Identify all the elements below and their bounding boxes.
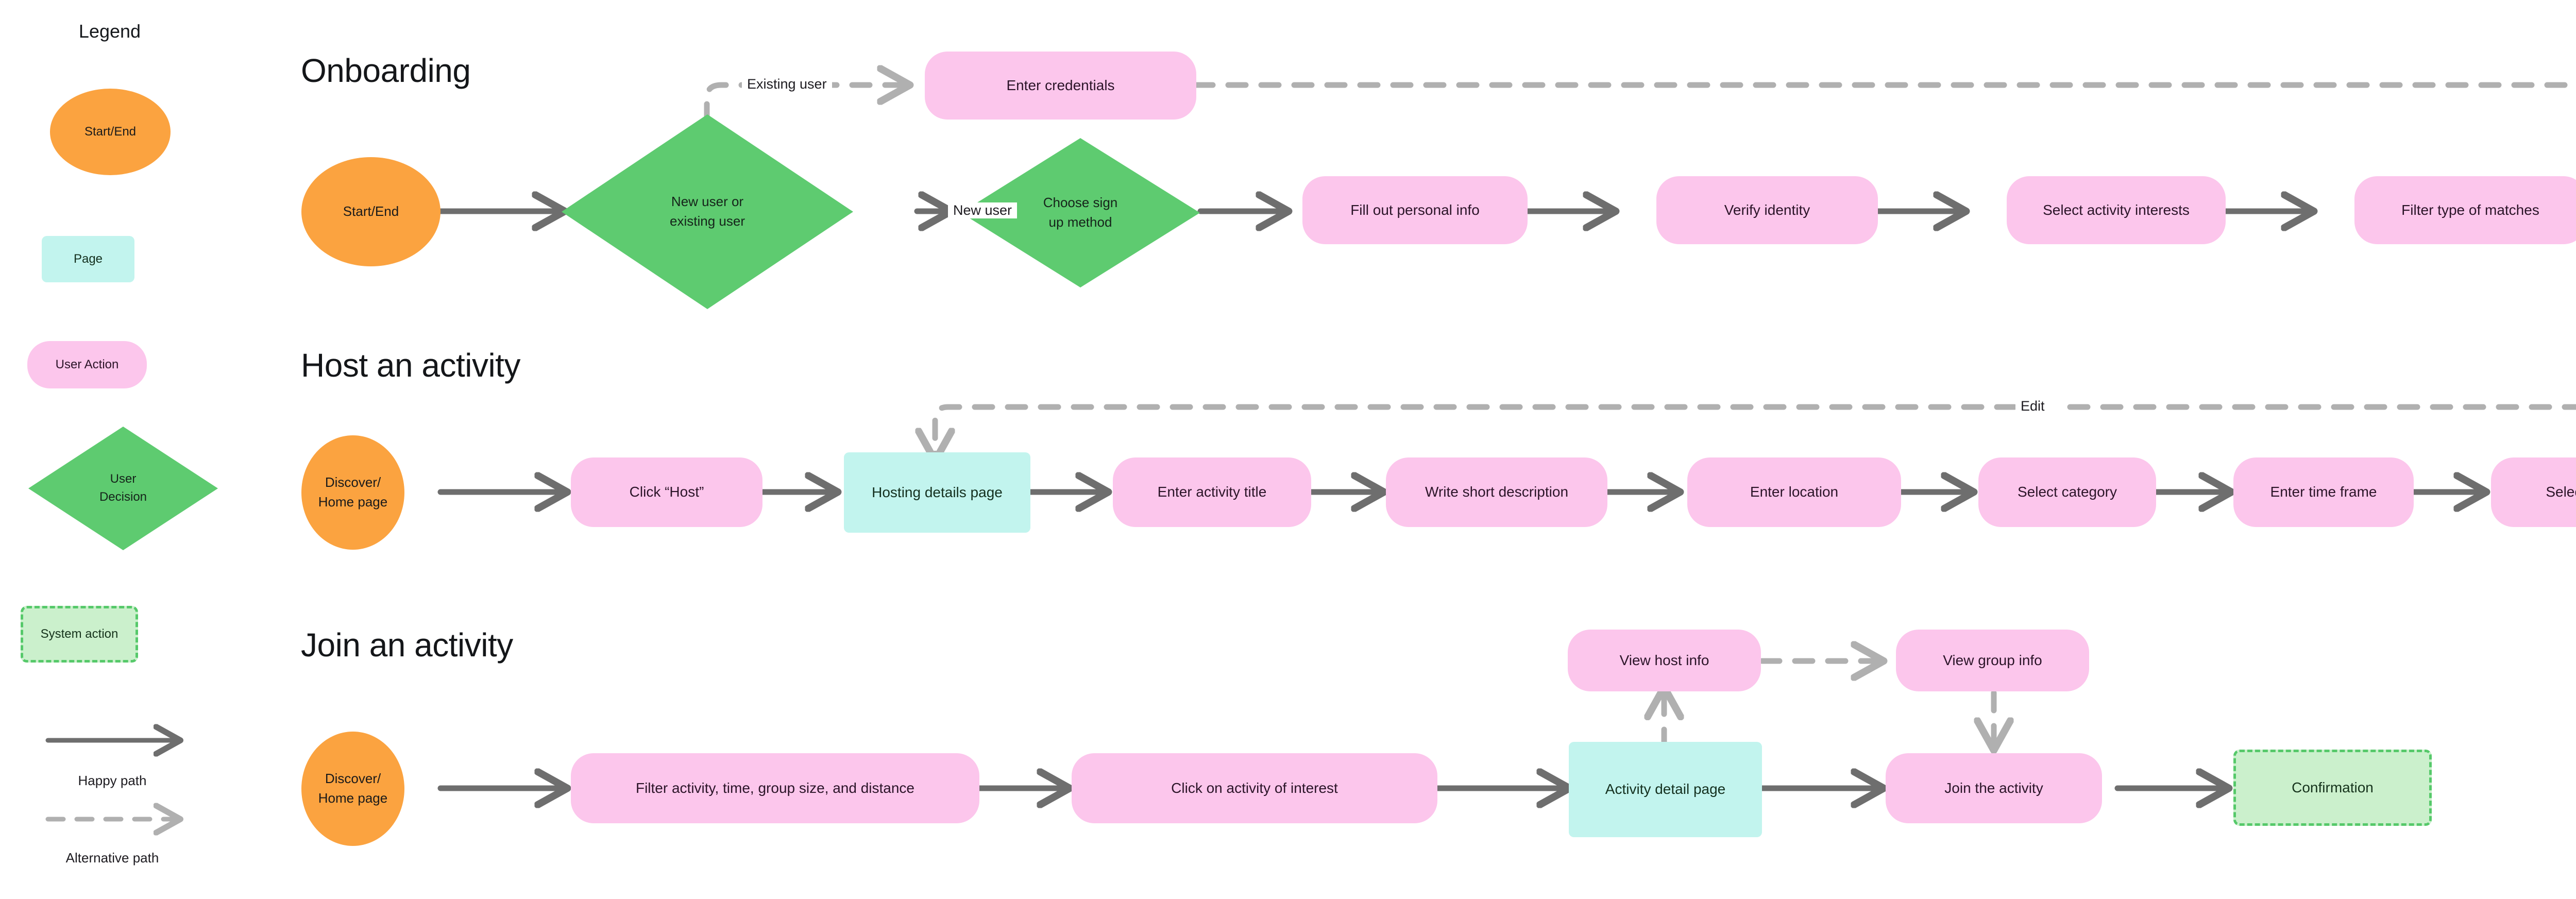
node-ho-hosting-details-page[interactable]: Hosting details page [844, 452, 1030, 533]
node-ho-discover-home-page[interactable]: Discover/ Home page [301, 435, 404, 550]
node-label: Enter location [1750, 484, 1839, 500]
node-label: View host info [1619, 652, 1709, 668]
node-jo-confirmation[interactable]: Confirmation [2233, 750, 2432, 826]
legend-label-page: Page [73, 251, 103, 266]
node-label: Filter type of matches [2401, 201, 2539, 218]
node-label: Select category [2018, 484, 2117, 500]
section-title-onboarding: Onboarding [301, 52, 471, 89]
node-label: Enter activity title [1157, 484, 1267, 500]
node-ho-select-group-size-limit[interactable]: Select group size limit [2491, 457, 2576, 527]
legend-label-alternative-path: Alternative path [65, 850, 159, 866]
node-ob-start[interactable]: Start/End [301, 157, 440, 266]
node-label: Click “Host” [629, 484, 704, 500]
legend-label-happy-path: Happy path [78, 773, 147, 788]
node-label: Select group size limit [2546, 484, 2576, 500]
node-ob-enter-credentials[interactable]: Enter credentials [925, 52, 1196, 120]
node-label: View group info [1943, 652, 2042, 668]
node-jo-view-host-info[interactable]: View host info [1568, 630, 1761, 691]
node-jo-click-activity-of-interest[interactable]: Click on activity of interest [1072, 753, 1437, 823]
node-jo-join-the-activity[interactable]: Join the activity [1886, 753, 2102, 823]
node-label: Join the activity [1944, 779, 2043, 796]
node-ob-decision-new-or-existing[interactable]: New user or existing user [562, 114, 853, 309]
node-ho-enter-time-frame[interactable]: Enter time frame [2233, 457, 2414, 527]
node-jo-discover-home-page[interactable]: Discover/ Home page [301, 732, 404, 846]
node-label: Hosting details page [872, 484, 1003, 500]
node-label: Write short description [1425, 484, 1569, 500]
node-label: Start/End [343, 203, 399, 219]
edge-label-new-user: New user [948, 202, 1018, 218]
node-ob-select-interests[interactable]: Select activity interests [2007, 176, 2226, 244]
node-label: Select activity interests [2043, 201, 2190, 218]
node-label: Choose sign up method [1043, 195, 1118, 230]
node-ho-select-category[interactable]: Select category [1978, 457, 2156, 527]
edge-label-existing-user: Existing user [742, 76, 832, 92]
node-jo-filter-activity[interactable]: Filter activity, time, group size, and d… [571, 753, 979, 823]
node-label: Fill out personal info [1350, 201, 1480, 218]
node-ho-enter-activity-title[interactable]: Enter activity title [1113, 457, 1311, 527]
node-label: New user or existing user [670, 194, 745, 229]
section-title-host: Host an activity [301, 347, 520, 384]
legend-label-action: User Action [55, 357, 119, 371]
node-label: Click on activity of interest [1171, 779, 1338, 796]
section-title-join: Join an activity [301, 626, 513, 664]
legend-label-system: System action [40, 626, 118, 641]
node-label: Activity detail page [1605, 781, 1726, 798]
node-label: Verify identity [1724, 201, 1810, 218]
legend-label-terminal: Start/End [84, 124, 137, 139]
legend-shape-terminal: Start/End [50, 89, 171, 175]
node-label: Enter credentials [1006, 77, 1115, 93]
legend-shape-decision: User Decision [28, 427, 218, 550]
node-ob-fill-personal-info[interactable]: Fill out personal info [1302, 176, 1528, 244]
node-ob-filter-matches[interactable]: Filter type of matches [2354, 176, 2576, 244]
node-label: Discover/ Home page [318, 474, 388, 510]
legend-shape-page: Page [42, 236, 134, 282]
node-label: Confirmation [2292, 779, 2374, 795]
legend-label-decision: User Decision [99, 472, 147, 504]
node-jo-view-group-info[interactable]: View group info [1896, 630, 2089, 691]
node-label: Enter time frame [2270, 484, 2377, 500]
legend-shape-action: User Action [27, 341, 147, 388]
node-jo-activity-detail-page[interactable]: Activity detail page [1569, 742, 1762, 837]
node-ho-enter-location[interactable]: Enter location [1687, 457, 1901, 527]
node-ho-click-host[interactable]: Click “Host” [571, 457, 762, 527]
node-label: Discover/ Home page [318, 771, 388, 806]
edge-label-edit: Edit [2015, 398, 2050, 414]
legend-shape-system: System action [21, 606, 138, 663]
node-ob-verify-identity[interactable]: Verify identity [1656, 176, 1878, 244]
legend-title: Legend [78, 21, 141, 42]
node-label: Filter activity, time, group size, and d… [635, 779, 915, 796]
node-ho-write-short-description[interactable]: Write short description [1386, 457, 1607, 527]
